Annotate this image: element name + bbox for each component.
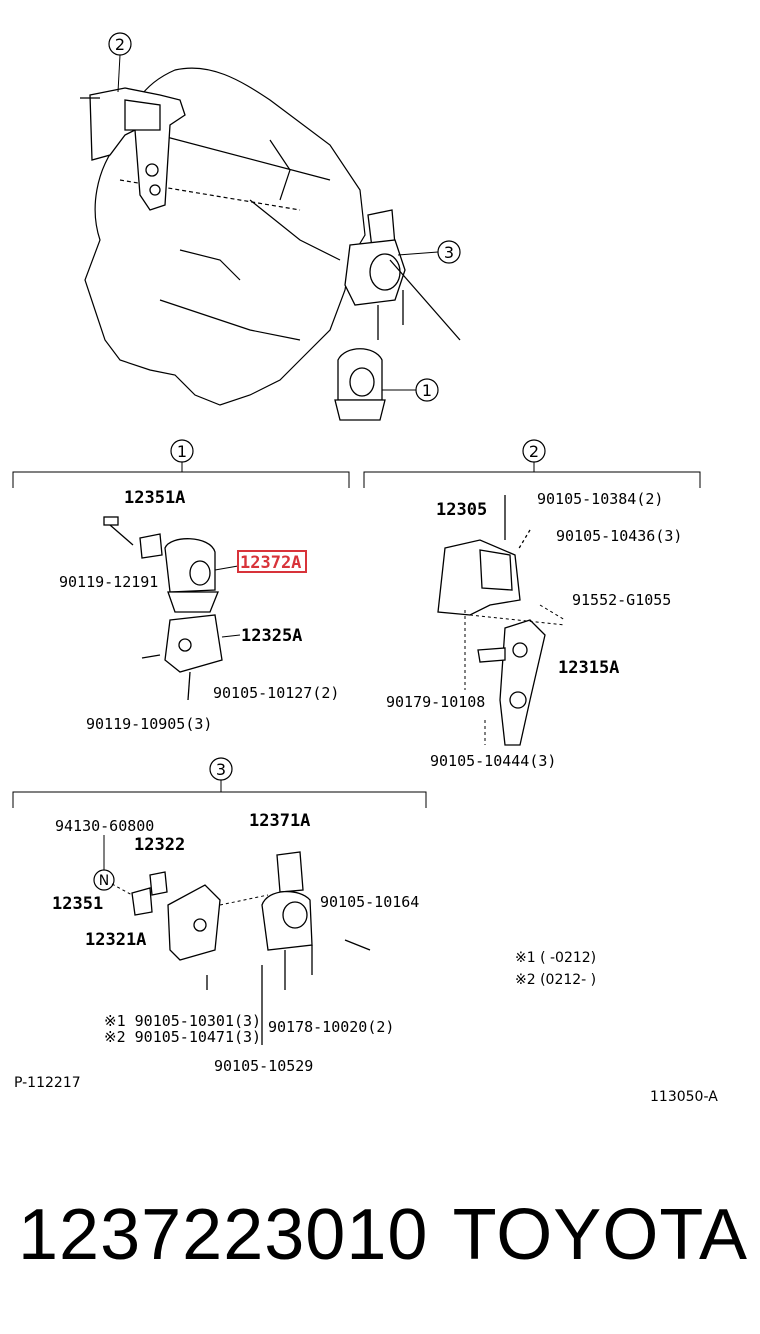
part-90119-12191: 90119-12191 [59, 573, 158, 591]
svg-text:1: 1 [177, 442, 187, 461]
callout-top-1: 1 [382, 378, 439, 402]
ref-right: 113050-A [650, 1089, 718, 1105]
section-2: 2 12305 90105-10384(2) 90105-10436(3) 91… [363, 439, 701, 770]
svg-text:N: N [99, 873, 109, 889]
nut-symbol: N [93, 835, 115, 891]
mount-bracket-2-illustration [80, 87, 186, 211]
svg-text:2: 2 [529, 442, 539, 461]
mount-12371a [261, 851, 371, 1045]
bracket-12315a [477, 619, 546, 746]
part-90105-10471: ※2 90105-10471(3) [104, 1028, 261, 1046]
mount-12372a [103, 516, 219, 613]
part-90105-10529: 90105-10529 [214, 1057, 313, 1075]
part-12351a: 12351A [124, 488, 185, 508]
svg-text:3: 3 [444, 243, 454, 262]
part-90105-10127: 90105-10127(2) [213, 684, 339, 702]
part-90105-10301: ※1 90105-10301(3) [104, 1012, 261, 1030]
part-12305: 12305 [436, 500, 487, 520]
bracket-12321a [131, 871, 221, 990]
brand-name: TOYOTA [452, 1195, 748, 1275]
part-90179-10108: 90179-10108 [386, 693, 485, 711]
svg-text:1: 1 [422, 381, 432, 400]
svg-text:2: 2 [115, 35, 125, 54]
legend-note-1: ※1 ( -0212) [515, 950, 596, 966]
parts-diagram: 2 3 1 1 12351A [12, 32, 718, 1105]
ref-left: P-112217 [14, 1075, 81, 1091]
section-1: 1 12351A 90119-12191 12372A 12325A 90105… [12, 439, 350, 733]
part-12315a: 12315A [558, 658, 619, 678]
svg-text:3: 3 [216, 760, 226, 779]
highlight-box [237, 550, 307, 573]
legend-note-2: ※2 (0212- ) [515, 972, 596, 988]
footer: 1237223010 TOYOTA [18, 1190, 748, 1280]
part-number: 1237223010 [18, 1195, 429, 1275]
part-90105-10164: 90105-10164 [320, 893, 419, 911]
mount-3-illustration [344, 209, 461, 341]
part-90119-10905: 90119-10905(3) [86, 715, 212, 733]
part-12372a-highlight[interactable]: 12372A [240, 553, 301, 573]
part-91552-g1055: 91552-G1055 [572, 591, 671, 609]
callout-top-3: 3 [397, 240, 461, 264]
part-90178-10020: 90178-10020(2) [268, 1018, 394, 1036]
part-90105-10444: 90105-10444(3) [430, 752, 556, 770]
mount-1-illustration [334, 348, 386, 421]
part-94130-60800: 94130-60800 [55, 817, 154, 835]
section-3: 3 N 94130-60800 12322 [12, 757, 427, 1075]
part-12325a: 12325A [241, 626, 302, 646]
mount-12305 [437, 495, 531, 616]
part-12322: 12322 [134, 835, 185, 855]
part-12371a: 12371A [249, 811, 310, 831]
part-12321a: 12321A [85, 930, 146, 950]
part-12351: 12351 [52, 894, 103, 914]
bracket-12325a [141, 614, 223, 701]
part-90105-10384: 90105-10384(2) [537, 490, 663, 508]
callout-top-2: 2 [108, 32, 132, 93]
part-90105-10436: 90105-10436(3) [556, 527, 682, 545]
